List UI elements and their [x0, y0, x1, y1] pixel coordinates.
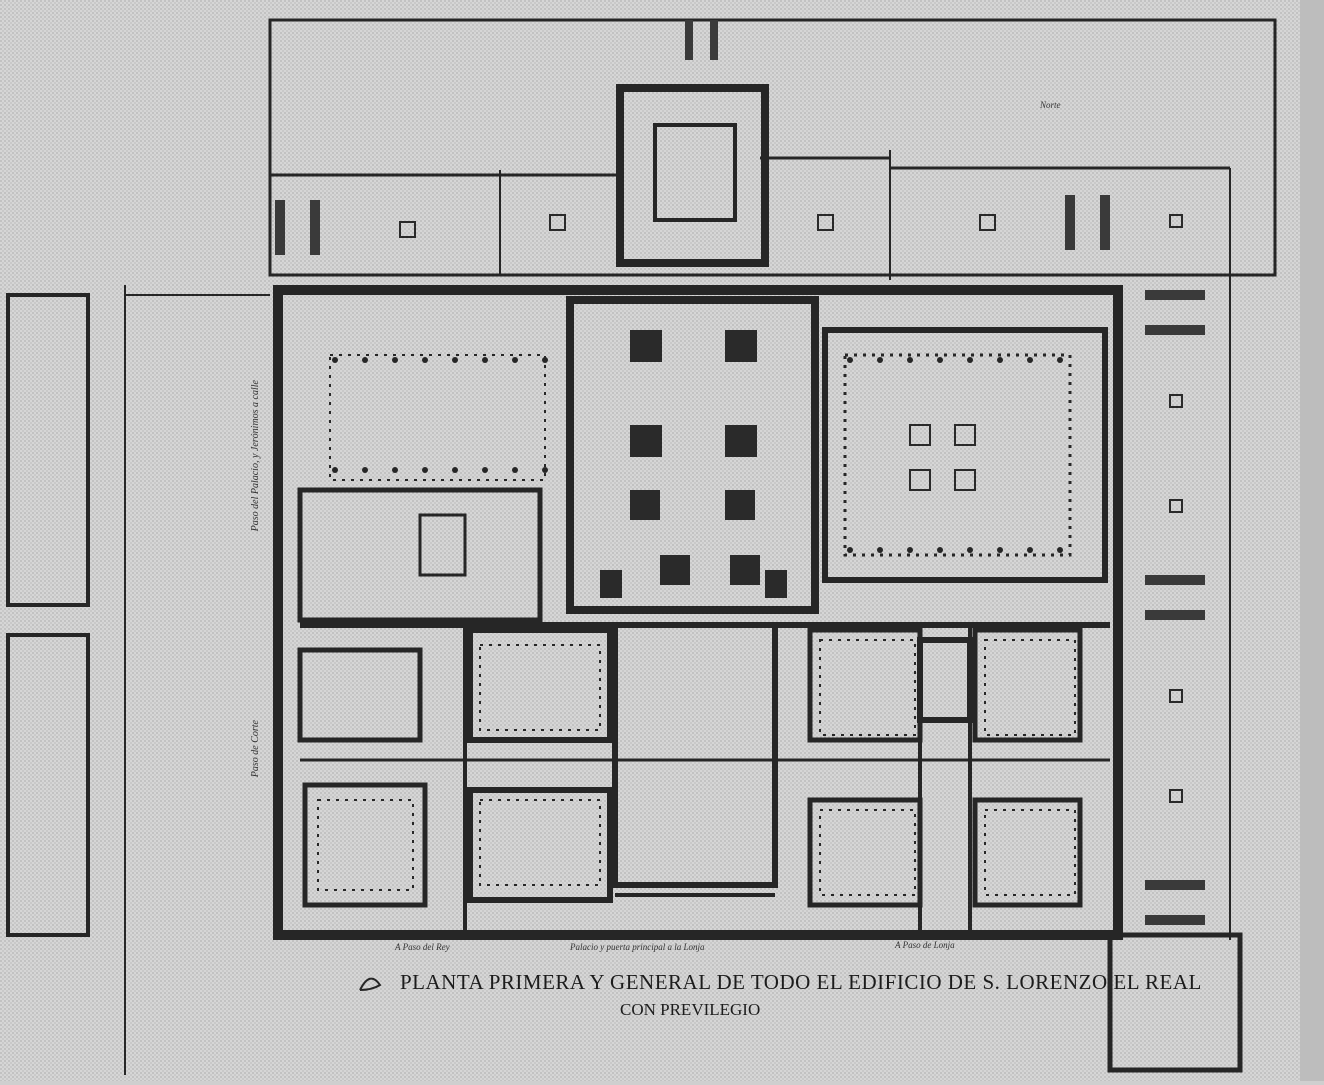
basilica [566, 296, 819, 614]
label-bottom-center: Palacio y puerta principal a la Lonja [570, 942, 705, 952]
se-courtyard-2 [972, 627, 1083, 743]
page-border-right [1300, 0, 1324, 1081]
sw-courtyard-2 [467, 787, 613, 903]
west-street-houses-north [6, 293, 90, 607]
southeast-annex [1107, 932, 1243, 1073]
west-courtyard-b [302, 782, 428, 908]
se-courtyard-4 [972, 797, 1083, 908]
ornament-icon [359, 977, 382, 991]
street-label-west-bottom: Paso de Corte [250, 720, 261, 778]
basilica-piers [600, 330, 787, 598]
label-bottom-right: A Paso de Lonja [895, 940, 955, 950]
cloister-columns [332, 357, 1063, 553]
west-courtyard-a [297, 647, 423, 743]
street-label-west-top: Paso del Palacio, y Jerónimos a calle [250, 380, 261, 532]
royal-palace-annex [616, 84, 769, 267]
plate-subtitle: CON PREVILEGIO [620, 1000, 761, 1019]
label-bottom-left: A Paso del Rey [395, 942, 450, 952]
label-north: Norte [1040, 100, 1061, 110]
main-building-outline [273, 285, 1123, 940]
plate-title: PLANTA PRIMERA Y GENERAL DE TODO EL EDIF… [400, 970, 1202, 994]
north-garden-block [268, 18, 1277, 277]
northeast-cloister [843, 353, 1072, 557]
west-middle-block [297, 487, 543, 623]
sw-courtyard-1 [467, 627, 613, 743]
west-street-houses-south [6, 633, 90, 937]
